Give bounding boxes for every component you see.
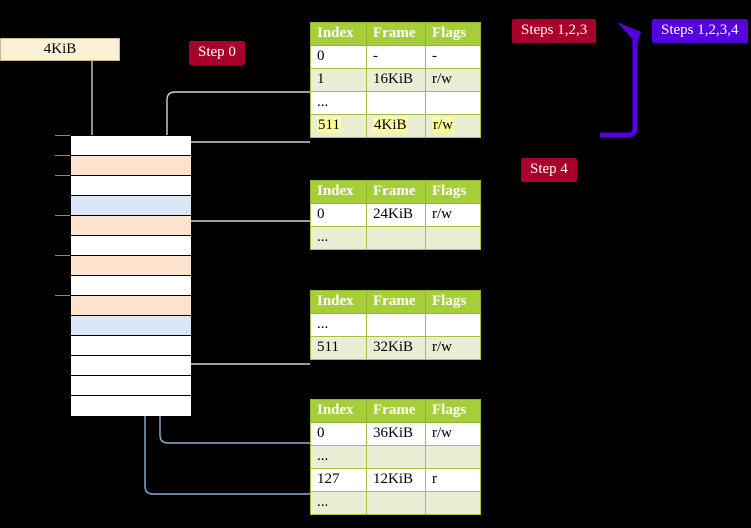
big-purple-arrow xyxy=(600,35,638,138)
cell-flags xyxy=(425,91,481,115)
badge-steps-123: Steps 1,2,3 xyxy=(512,19,597,43)
arrowhead-purple xyxy=(617,22,641,44)
cell-frame: 24KiB xyxy=(366,203,426,227)
cell-frame xyxy=(366,226,426,250)
cell-frame xyxy=(366,91,426,115)
highlighted-value: 511 xyxy=(317,117,341,133)
memory-frame-row xyxy=(71,276,191,296)
table-row: 0-- xyxy=(310,45,481,69)
highlighted-value: r/w xyxy=(432,117,454,133)
column-header-index: Index xyxy=(310,180,367,204)
table-row: ... xyxy=(310,445,481,469)
cell-flags xyxy=(425,491,481,515)
memory-frame-row xyxy=(71,376,191,396)
cell-index: 0 xyxy=(310,422,367,446)
cell-index: ... xyxy=(310,91,367,115)
cell-flags xyxy=(425,445,481,469)
cell-index: 0 xyxy=(310,45,367,69)
cell-flags xyxy=(425,226,481,250)
cell-flags: r xyxy=(425,468,481,492)
cell-index: 511 xyxy=(310,336,367,360)
cell-frame: 12KiB xyxy=(366,468,426,492)
memory-size-box: 4KiB xyxy=(0,38,120,61)
memory-frame-row xyxy=(71,336,191,356)
memory-frame-row xyxy=(71,296,191,316)
badge-step-4: Step 4 xyxy=(521,158,577,182)
cell-index: ... xyxy=(310,226,367,250)
highlighted-value: 4KiB xyxy=(373,117,408,133)
tick-mark xyxy=(55,215,70,216)
cell-frame xyxy=(366,445,426,469)
cell-frame: 32KiB xyxy=(366,336,426,360)
memory-frame-row xyxy=(71,136,191,156)
column-header-index: Index xyxy=(310,290,367,314)
column-header-flags: Flags xyxy=(425,290,481,314)
memory-frame-row xyxy=(71,196,191,216)
memory-frame-row xyxy=(71,256,191,276)
table-row: ... xyxy=(310,226,481,250)
tick-mark xyxy=(55,255,70,256)
column-header-frame: Frame xyxy=(366,22,426,46)
cell-frame: 36KiB xyxy=(366,422,426,446)
memory-frame-row xyxy=(71,156,191,176)
column-header-frame: Frame xyxy=(366,399,426,423)
memory-frame-row xyxy=(71,396,191,416)
column-header-index: Index xyxy=(310,399,367,423)
cell-frame: 4KiB xyxy=(366,114,426,138)
column-header-flags: Flags xyxy=(425,22,481,46)
table-row: 511 4KiB r/w xyxy=(310,114,481,138)
cell-flags: r/w xyxy=(425,336,481,360)
memory-frame-row xyxy=(71,216,191,236)
cell-flags xyxy=(425,313,481,337)
memory-frame-row xyxy=(71,236,191,256)
tick-mark xyxy=(55,175,70,176)
cell-index: 0 xyxy=(310,203,367,227)
memory-size-label: 4KiB xyxy=(43,41,77,57)
cell-index: 1 xyxy=(310,68,367,92)
physical-memory-column xyxy=(70,135,191,416)
cell-flags: r/w xyxy=(425,114,481,138)
cell-flags: r/w xyxy=(425,422,481,446)
table-row: ... xyxy=(310,491,481,515)
cell-flags: r/w xyxy=(425,203,481,227)
cell-frame: 16KiB xyxy=(366,68,426,92)
cell-frame xyxy=(366,313,426,337)
column-header-frame: Frame xyxy=(366,290,426,314)
cell-flags: - xyxy=(425,45,481,69)
cell-frame: - xyxy=(366,45,426,69)
tick-mark xyxy=(55,135,70,136)
badge-steps-1234: Steps 1,2,3,4 xyxy=(652,19,748,43)
cell-index: ... xyxy=(310,445,367,469)
tick-mark xyxy=(55,155,70,156)
badge-step-0: Step 0 xyxy=(189,41,245,65)
cell-index: 127 xyxy=(310,468,367,492)
memory-frame-row xyxy=(71,356,191,376)
column-header-flags: Flags xyxy=(425,180,481,204)
column-header-flags: Flags xyxy=(425,399,481,423)
cell-flags: r/w xyxy=(425,68,481,92)
tick-mark xyxy=(55,295,70,296)
column-header-index: Index xyxy=(310,22,367,46)
table-row: ... xyxy=(310,91,481,115)
table-row: ... xyxy=(310,313,481,337)
cell-index: 511 xyxy=(310,114,367,138)
cell-frame xyxy=(366,491,426,515)
column-header-frame: Frame xyxy=(366,180,426,204)
memory-frame-row xyxy=(71,176,191,196)
cell-index: ... xyxy=(310,491,367,515)
memory-frame-row xyxy=(71,316,191,336)
cell-index: ... xyxy=(310,313,367,337)
